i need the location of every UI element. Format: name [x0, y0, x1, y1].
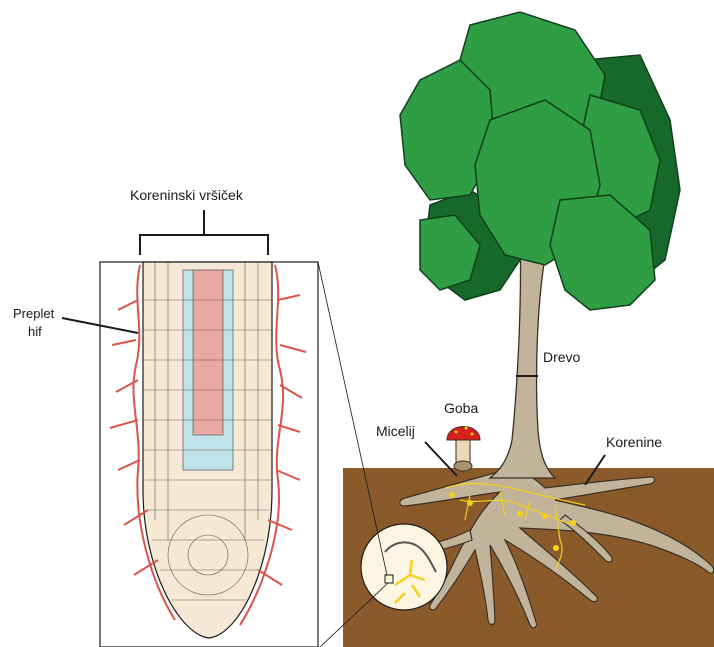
label-hyphae-net-1: Preplet	[13, 306, 55, 321]
label-mushroom: Goba	[444, 400, 478, 416]
label-roots: Korenine	[606, 434, 662, 450]
root-tip-panel	[100, 262, 318, 647]
magnifier-lens	[361, 524, 447, 610]
label-mycelium: Micelij	[376, 423, 415, 439]
label-hyphae-net-2: hif	[28, 324, 42, 339]
label-tree: Drevo	[543, 349, 581, 365]
mushroom	[447, 427, 480, 472]
root-tip-bracket	[140, 210, 268, 255]
label-root-tip: Koreninski vršiček	[130, 187, 244, 203]
